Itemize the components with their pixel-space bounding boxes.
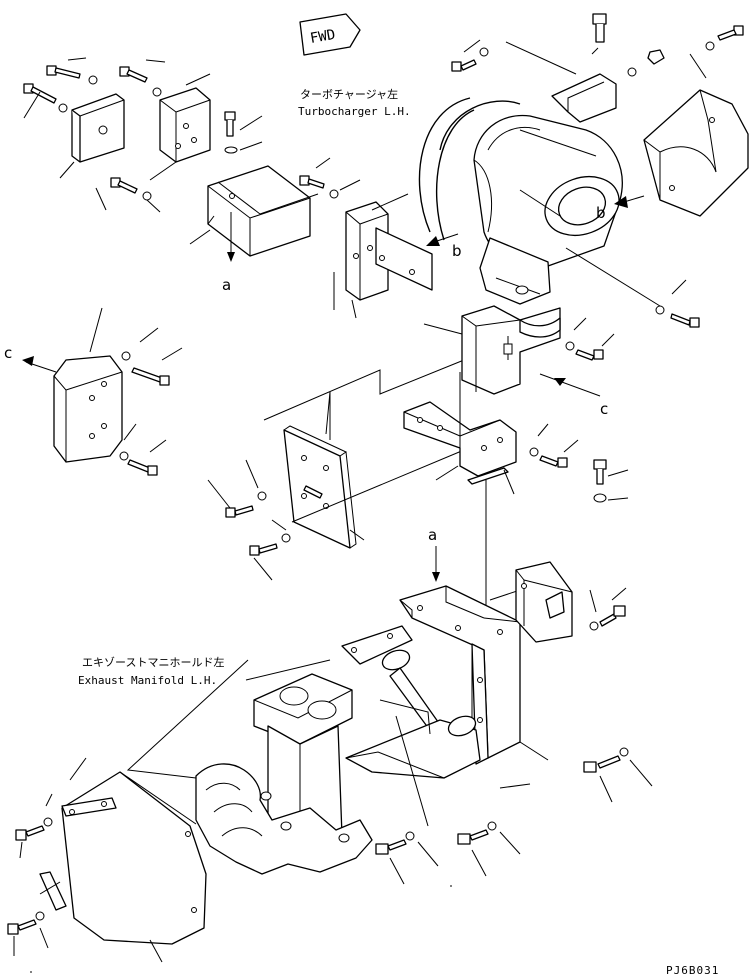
washer-icon	[329, 189, 339, 199]
fwd-label: FWD	[309, 27, 337, 47]
ref-label-b-right: b	[596, 204, 606, 222]
washer-icon	[88, 75, 98, 85]
reference-arrow-b-left: b	[426, 233, 462, 260]
side-cover-plate	[515, 561, 573, 643]
bolt-icon	[583, 755, 621, 773]
bolt-icon	[299, 175, 325, 189]
ref-label-b: b	[452, 242, 462, 260]
washer-icon	[655, 305, 665, 315]
bolt-icon	[593, 459, 607, 485]
bolt-icon	[599, 605, 626, 627]
top-left-angle-plate	[149, 73, 211, 181]
reference-arrow-a: a	[222, 212, 235, 294]
bolt-icon	[539, 455, 568, 468]
washer-icon	[152, 87, 162, 97]
washer-icon	[405, 831, 415, 841]
washer-icon	[705, 41, 715, 51]
top-left-bolt-group	[23, 57, 166, 213]
exhaust-manifold	[126, 659, 373, 875]
manifold-support-arm	[341, 625, 481, 779]
ref-label-a: a	[222, 276, 231, 294]
bolt-icon	[7, 919, 37, 935]
exhaust-manifold-label-jp: エキゾーストマニホールド左	[82, 656, 224, 669]
ref-label-c-right: c	[600, 400, 608, 418]
drawing-code: PJ6B031	[666, 964, 719, 977]
washer-icon	[281, 533, 291, 543]
washer-icon	[257, 491, 267, 501]
bolt-icon	[670, 313, 700, 328]
washer-icon	[119, 451, 129, 461]
turbocharger-label-jp: ターボチャージャ左	[300, 88, 398, 101]
bolt-icon	[15, 825, 45, 841]
bolt-icon	[225, 505, 254, 518]
washer-icon	[487, 821, 497, 831]
washer-icon	[565, 341, 575, 351]
bolt-icon	[119, 66, 148, 83]
washer-icon	[224, 146, 238, 154]
reference-arrow-a-lower: a	[428, 526, 440, 582]
ref-label-c-left: c	[4, 344, 12, 362]
reference-arrow-b-right: b	[596, 195, 645, 222]
washer-icon	[593, 493, 607, 503]
vertical-bracket-b	[345, 193, 433, 319]
turbo-support-bracket-upper	[423, 305, 561, 395]
bolt-icon	[249, 543, 278, 556]
washer-icon	[529, 447, 539, 457]
bolt-icon	[46, 65, 81, 79]
reference-arrow-c-right: c	[539, 373, 608, 418]
bolt-icon	[127, 459, 158, 476]
bolt-icon	[375, 839, 407, 855]
exhaust-manifold-label-en: Exhaust Manifold L.H.	[78, 674, 217, 687]
turbocharger-assembly	[418, 13, 665, 305]
ref-label-a-lower: a	[428, 526, 437, 544]
bolt-icon	[131, 367, 170, 386]
turbocharger-label: ターボチャージャ左 Turbocharger L.H.	[298, 88, 411, 118]
washer-icon	[43, 817, 53, 827]
bolt-icon	[224, 111, 236, 137]
exhaust-heat-shield-plate	[39, 757, 207, 963]
fwd-arrow-badge: FWD	[299, 13, 361, 56]
bolt-icon	[717, 25, 744, 41]
bolt-icon	[23, 83, 57, 104]
turbocharger-label-en: Turbocharger L.H.	[298, 105, 411, 118]
washer-icon	[58, 103, 68, 113]
bolt-icon	[575, 349, 604, 361]
reference-arrow-c-left: c	[4, 344, 57, 373]
top-left-plate-bracket	[59, 93, 125, 179]
washer-icon	[142, 191, 152, 201]
bolt-icon	[457, 829, 489, 845]
washer-icon	[589, 621, 599, 631]
middle-mounting-plate	[283, 391, 365, 549]
washer-icon	[121, 351, 131, 361]
turbo-heat-cover	[643, 89, 749, 217]
washer-icon	[35, 911, 45, 921]
washer-icon	[619, 747, 629, 757]
channel-bracket-long	[189, 165, 319, 257]
bolt-icon	[110, 177, 138, 194]
left-heat-shield-c	[53, 307, 123, 463]
